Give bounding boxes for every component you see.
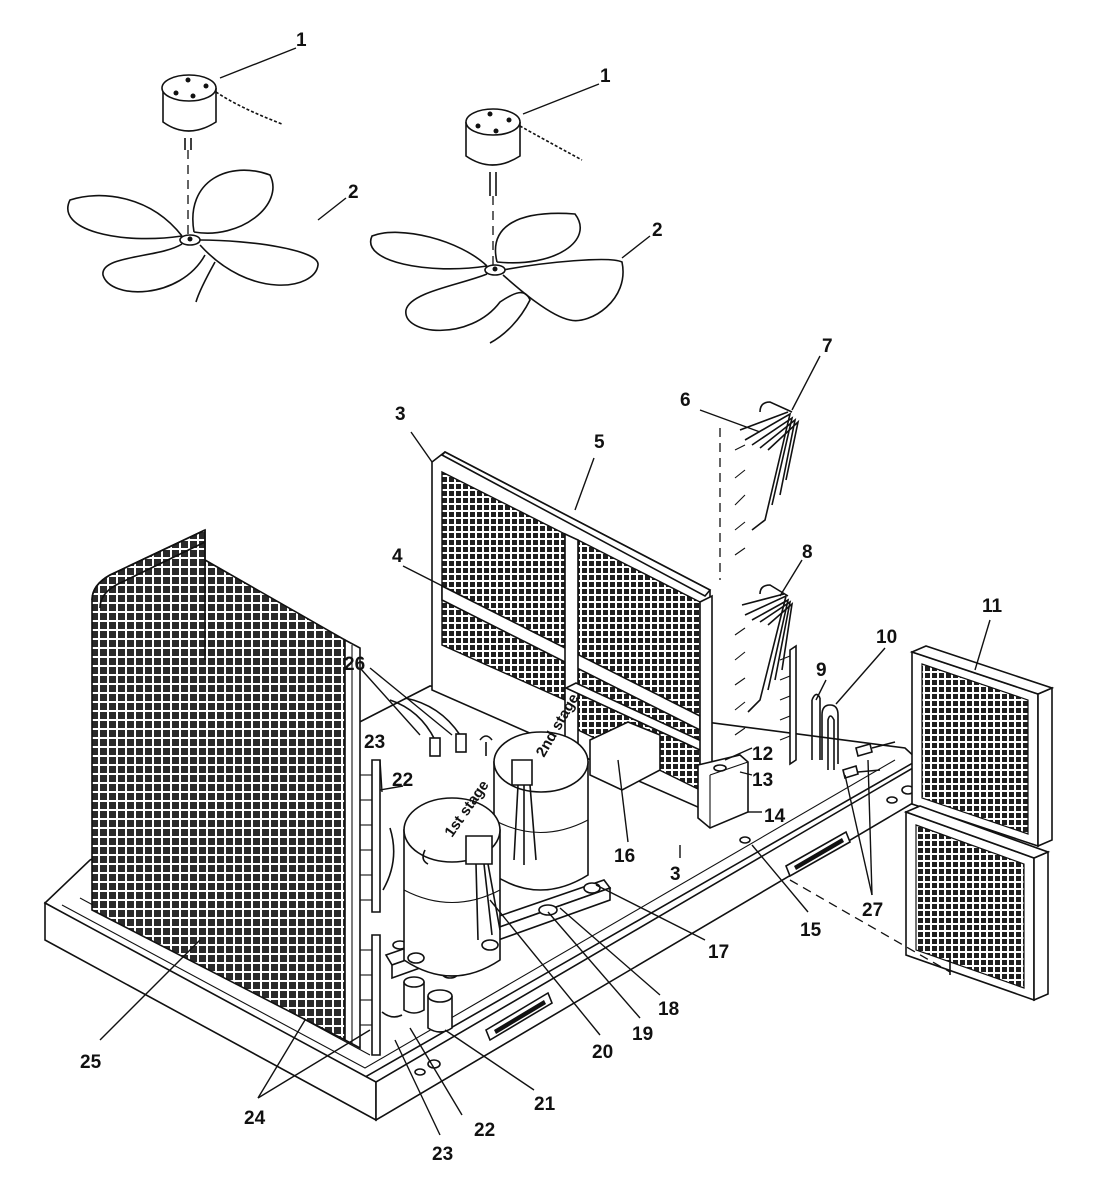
callout-8: 8: [802, 542, 813, 563]
callout-14: 14: [764, 806, 786, 827]
callout-9: 9: [816, 660, 827, 681]
fan-motor-right: [465, 108, 583, 268]
fan-blade-left: [67, 169, 319, 303]
rear-coil-assembly: [431, 451, 713, 810]
callout-26: 26: [344, 654, 365, 675]
fan-blade-right: [369, 212, 624, 344]
header-rack: [779, 644, 797, 766]
leader-lines: [99, 47, 991, 1136]
callout-2a: 2: [348, 182, 359, 203]
callout-13: 13: [752, 770, 773, 791]
callout-4: 4: [392, 546, 403, 567]
callout-labels: 1 1 2 2 3 4 5 6 7 8 9 10 11 12 13 14 15 …: [80, 30, 1003, 1165]
distributor-lower: [734, 584, 794, 736]
callout-19: 19: [632, 1024, 653, 1045]
callout-3a: 3: [395, 404, 406, 425]
access-panel-upper: [909, 645, 1055, 848]
callout-6: 6: [680, 390, 691, 411]
callout-1a: 1: [296, 30, 307, 51]
callout-11: 11: [982, 596, 1003, 617]
callout-1b: 1: [600, 66, 611, 87]
callout-3b: 3: [670, 864, 681, 885]
compressor-2nd-stage: 2nd stage: [479, 691, 589, 891]
callout-20: 20: [592, 1042, 613, 1063]
callout-27: 27: [862, 900, 883, 921]
callout-25: 25: [80, 1052, 102, 1073]
callout-12: 12: [752, 744, 773, 765]
coil-tube-bends: [360, 759, 403, 1056]
callout-7: 7: [822, 336, 833, 357]
base-slot-1: [485, 991, 553, 1042]
fan-motor-left: [161, 74, 283, 236]
drier: [403, 976, 453, 1033]
callout-5: 5: [594, 432, 605, 453]
compressor-1st-stage: 1st stage: [403, 777, 501, 977]
callout-15: 15: [800, 920, 822, 941]
callout-22b: 22: [474, 1120, 495, 1141]
access-panel-lower: [789, 805, 1051, 1002]
base-slot-2: [784, 830, 852, 878]
callout-16: 16: [614, 846, 635, 867]
callout-18: 18: [658, 999, 679, 1020]
distributor-upper: [719, 401, 800, 580]
suction-tube: [811, 693, 821, 760]
callout-21: 21: [534, 1094, 556, 1115]
callout-23a: 23: [364, 732, 385, 753]
wire-connector: [842, 741, 896, 780]
callout-22a: 22: [392, 770, 413, 791]
callout-24: 24: [244, 1108, 266, 1129]
callout-23b: 23: [432, 1144, 453, 1165]
callout-2b: 2: [652, 220, 663, 241]
sensor-wires: [389, 697, 467, 757]
liquid-tube: [821, 704, 839, 770]
condenser-coil: [91, 528, 361, 1050]
callout-10: 10: [876, 627, 897, 648]
callout-17: 17: [708, 942, 729, 963]
